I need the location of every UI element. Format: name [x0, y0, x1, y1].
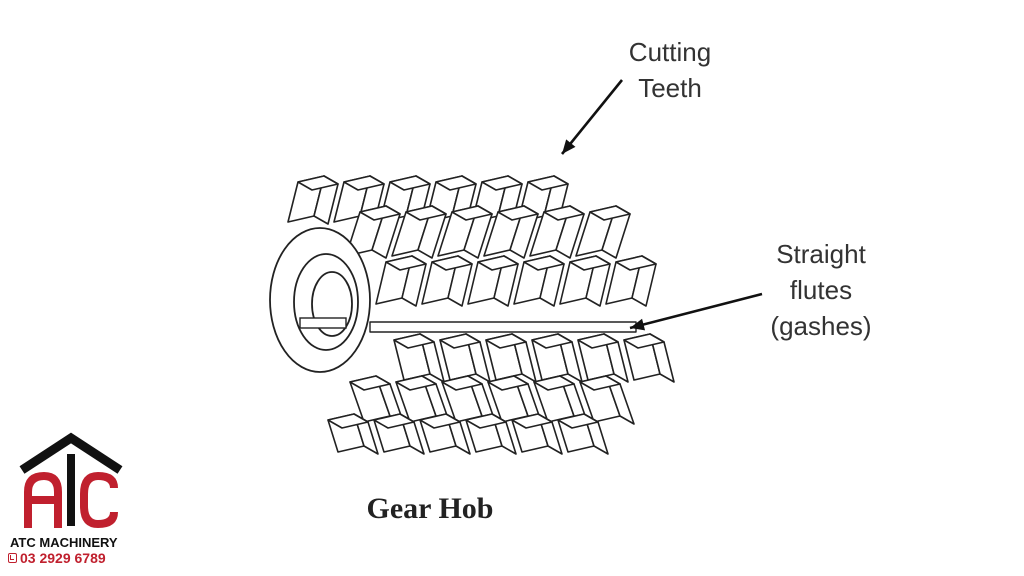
hob-body [287, 175, 675, 455]
cutting-tooth-top [297, 175, 339, 191]
label-cutting-teeth: Cutting Teeth [600, 34, 740, 106]
logo-roof [19, 432, 123, 474]
keyway [299, 317, 347, 329]
diagram-caption: Gear Hob [366, 492, 494, 525]
cutting-tooth-top [615, 255, 657, 271]
cutting-tooth-top [623, 333, 665, 349]
cutting-tooth-top [431, 255, 473, 271]
cutting-tooth-top [477, 255, 519, 271]
cutting-tooth-top [543, 205, 585, 221]
cutting-tooth-top [577, 333, 619, 349]
cutting-tooth-top [359, 205, 401, 221]
label-cutting-teeth-line2: Teeth [638, 73, 702, 103]
cutting-tooth-top [395, 375, 437, 391]
cutting-tooth-top [393, 333, 435, 349]
cutting-tooth-top [439, 333, 481, 349]
cutting-tooth-top [389, 175, 431, 191]
cutting-tooth-top [343, 175, 385, 191]
cutting-tooth-top [531, 333, 573, 349]
cutting-tooth-top [349, 375, 391, 391]
cutting-tooth-top [579, 375, 621, 391]
cutting-tooth-top [569, 255, 611, 271]
cutting-tooth-top [481, 175, 523, 191]
label-straight-flutes-line2: flutes [789, 275, 853, 305]
label-straight-flutes-line3: (gashes) [770, 311, 872, 341]
cutting-tooth-top [589, 205, 631, 221]
cutting-tooth-top [451, 205, 493, 221]
cutting-tooth-top [441, 375, 483, 391]
cutting-tooth-top [373, 413, 415, 429]
straight-flute [369, 321, 637, 333]
cutting-tooth-top [419, 413, 461, 429]
label-cutting-teeth-line1: Cutting [628, 37, 712, 67]
cutting-tooth-top [465, 413, 507, 429]
cutting-tooth-top [487, 375, 529, 391]
cutting-tooth-top [557, 413, 599, 429]
atc-logo [19, 432, 123, 528]
label-straight-flutes: Straight flutes (gashes) [746, 236, 896, 344]
cutting-tooth-top [485, 333, 527, 349]
cutting-tooth-top [385, 255, 427, 271]
cutting-tooth-top [405, 205, 447, 221]
logo-center-bar [67, 454, 75, 526]
phone-icon [8, 553, 17, 563]
logo-letter-a [24, 472, 62, 528]
brand-name: ATC MACHINERY [10, 535, 118, 550]
brand-phone: 03 2929 6789 [8, 550, 106, 566]
cutting-tooth-top [327, 413, 369, 429]
cutting-tooth-top [527, 175, 569, 191]
brand-phone-number: 03 2929 6789 [20, 550, 106, 566]
logo-letter-c [80, 472, 118, 528]
label-straight-flutes-line1: Straight [776, 239, 866, 269]
cutting-tooth-top [435, 175, 477, 191]
hob-end-face [269, 227, 371, 373]
callout-arrows [560, 79, 763, 331]
cutting-tooth-top [533, 375, 575, 391]
cutting-tooth-top [511, 413, 553, 429]
cutting-tooth-top [523, 255, 565, 271]
cutting-tooth-top [497, 205, 539, 221]
